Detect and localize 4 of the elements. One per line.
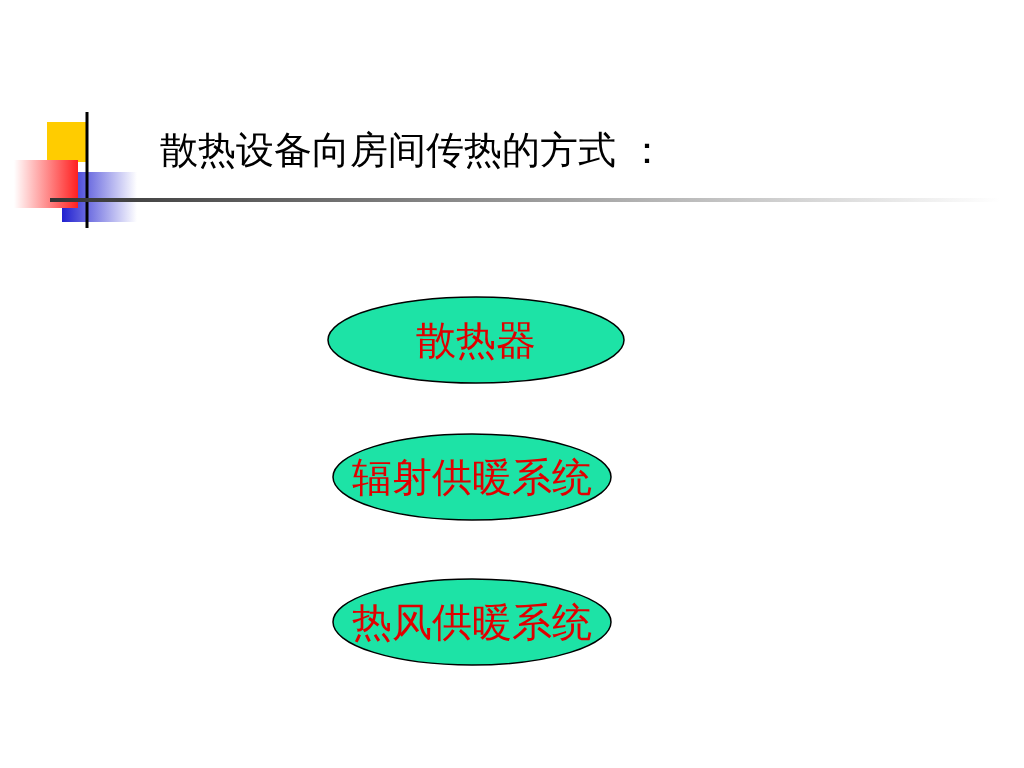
slide-title: 散热设备向房间传热的方式 ：	[160, 128, 667, 174]
link-text: 辐射供暖系统	[352, 455, 592, 499]
link-text: 热风供暖系统	[352, 600, 592, 644]
link-text: 散热器	[416, 318, 536, 362]
